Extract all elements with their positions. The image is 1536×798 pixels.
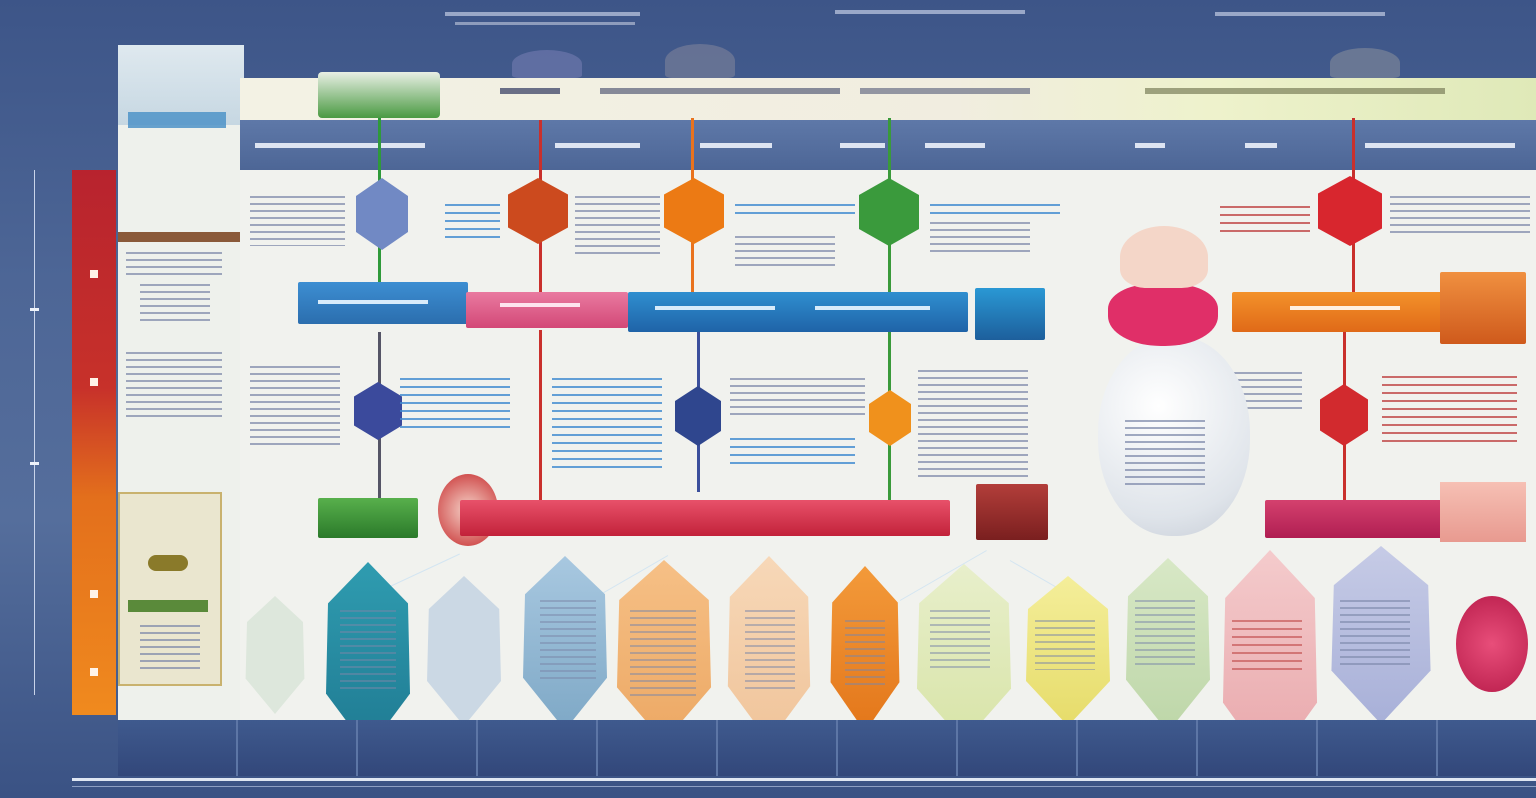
column-heading: [925, 143, 985, 148]
left-gradient-band: [72, 170, 116, 715]
top-label: [455, 22, 635, 25]
top-label: [1215, 12, 1385, 16]
sidebar-card-badge: [148, 555, 188, 571]
column-heading: [840, 143, 885, 148]
cap-slate: [665, 44, 735, 78]
column-heading: [1135, 143, 1165, 148]
header-text: [600, 88, 840, 94]
bar-label: [318, 300, 428, 304]
sidebar-text-block: [140, 284, 210, 324]
band-marker: [90, 590, 98, 598]
phase-text: [1232, 620, 1302, 670]
progress-bar-red[interactable]: [460, 500, 950, 536]
phase-text: [630, 610, 696, 700]
timeline-node[interactable]: [869, 390, 911, 446]
header-strip: [240, 78, 1536, 120]
footer-line: [72, 778, 1536, 781]
timeline-node[interactable]: [508, 178, 568, 244]
timeline-node[interactable]: [664, 178, 724, 244]
phase-card-peach[interactable]: [1440, 482, 1526, 542]
progress-bar-orange[interactable]: [1440, 272, 1526, 344]
bar-label: [500, 303, 580, 307]
header-text: [500, 88, 560, 94]
phase-card-round[interactable]: [1456, 596, 1528, 692]
phase-text: [845, 620, 885, 690]
node-text: [1220, 206, 1310, 236]
milestone-cap-top: [1120, 226, 1208, 288]
footer-grid: [118, 720, 1536, 776]
phase-text: [1340, 600, 1410, 670]
sidebar-card-stripe: [128, 600, 208, 612]
left-axis-line: [34, 170, 35, 695]
left-axis-tick: [30, 462, 39, 465]
milestone-text: [1125, 420, 1205, 490]
top-label: [445, 12, 640, 16]
node-text: [552, 378, 662, 468]
cap-indigo: [512, 50, 582, 78]
sidebar-text-block: [126, 352, 222, 422]
node-text: [735, 236, 835, 266]
node-text: [575, 196, 660, 256]
node-text: [735, 204, 855, 218]
header-text: [860, 88, 1030, 94]
node-text: [250, 196, 345, 246]
node-text: [250, 366, 340, 446]
cap-slate: [1330, 48, 1400, 78]
sidebar-brown-divider: [118, 232, 240, 242]
bar-label: [1290, 306, 1400, 310]
sidebar-header-image: [118, 45, 244, 125]
progress-bar-blue[interactable]: [628, 292, 968, 332]
progress-bar-teal[interactable]: [975, 288, 1045, 340]
phase-text: [340, 610, 396, 690]
progress-bar-pink[interactable]: [466, 292, 628, 328]
node-text: [930, 204, 1060, 218]
band-marker: [90, 378, 98, 386]
bar-label: [815, 306, 930, 310]
column-heading: [255, 143, 425, 148]
band-marker: [90, 270, 98, 278]
connector-line: [539, 330, 542, 500]
progress-bar-green[interactable]: [318, 498, 418, 538]
sidebar-card-text: [140, 625, 200, 670]
cap-green: [318, 72, 440, 118]
progress-bar-maroon[interactable]: [976, 484, 1048, 540]
node-text: [1382, 376, 1517, 446]
node-text: [730, 378, 865, 418]
phase-text: [1035, 620, 1095, 670]
band-marker: [90, 668, 98, 676]
phase-text: [745, 610, 795, 690]
column-heading: [1365, 143, 1515, 148]
progress-bar-orange[interactable]: [1232, 292, 1444, 332]
node-text: [730, 438, 855, 468]
column-heading: [700, 143, 772, 148]
column-heading: [555, 143, 640, 148]
sidebar-text-block: [126, 252, 222, 278]
node-text: [445, 204, 500, 244]
timeline-node[interactable]: [1320, 384, 1368, 446]
node-text: [918, 370, 1028, 480]
bar-label: [655, 306, 775, 310]
footer-line: [72, 786, 1536, 787]
phase-text: [1135, 600, 1195, 670]
milestone-cap: [1108, 284, 1218, 346]
column-heading: [1245, 143, 1277, 148]
phase-text: [930, 610, 990, 670]
header-text: [1145, 88, 1445, 94]
node-text: [400, 378, 510, 428]
node-text: [1390, 196, 1530, 236]
left-axis-tick: [30, 308, 39, 311]
top-label: [835, 10, 1025, 14]
node-text: [930, 222, 1030, 252]
timeline-node[interactable]: [675, 386, 721, 446]
phase-text: [540, 600, 596, 680]
sidebar-blue-strip: [128, 112, 226, 128]
